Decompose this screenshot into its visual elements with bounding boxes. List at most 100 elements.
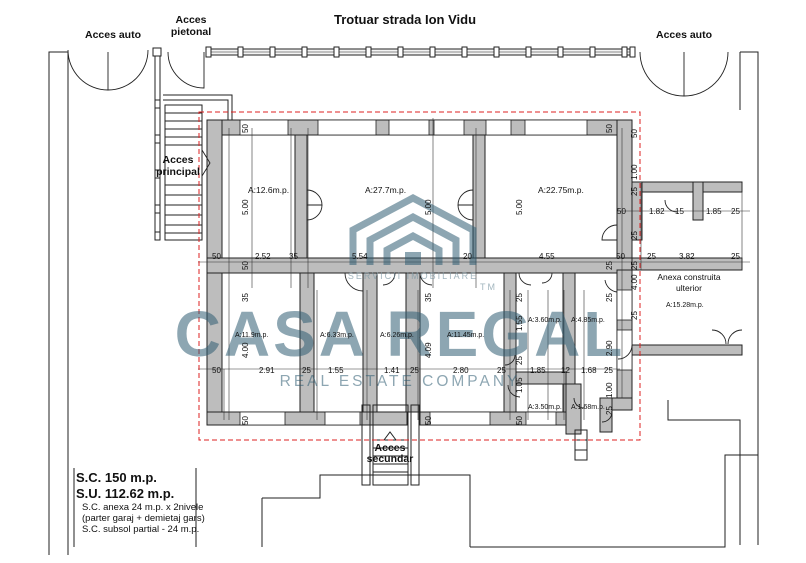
house-logo-icon xyxy=(349,194,477,265)
dimension-label: 5.00 xyxy=(241,199,250,215)
dimension-label: 1.85 xyxy=(706,207,722,216)
dimension-label: 5.54 xyxy=(352,252,368,261)
dimension-label: 1.00 xyxy=(605,382,614,398)
windows xyxy=(239,119,633,426)
dimension-label: 2.90 xyxy=(605,340,614,356)
room-area-label: A:12.6m.p. xyxy=(248,185,289,195)
doors xyxy=(67,49,743,423)
secondary-access-label-line1: Acces xyxy=(375,442,406,454)
dimension-label: 15 xyxy=(675,207,684,216)
dimension-label: 1.00 xyxy=(630,164,639,180)
dimension-label: 50 xyxy=(241,261,250,270)
dimension-label: 2.80 xyxy=(453,366,469,375)
room-area-label: A:6.33m.p. xyxy=(320,332,354,339)
dimension-label: 2.91 xyxy=(259,366,275,375)
room-area-label: A:22.75m.p. xyxy=(538,185,584,195)
fence-posts xyxy=(205,46,636,58)
secondary-access-arrow-icon xyxy=(383,431,397,441)
annex-title-line2: ulterior xyxy=(676,283,702,293)
summary-note: S.C. anexa 24 m.p. x 2nivele xyxy=(82,502,204,513)
auto-access-right-label: Acces auto xyxy=(656,29,712,41)
dimension-label: 50 xyxy=(424,416,433,425)
dimension-label: 5.00 xyxy=(424,199,433,215)
dimension-label: 25 xyxy=(630,261,639,270)
dimension-label: 25 xyxy=(604,366,613,375)
dimension-label: 25 xyxy=(497,366,506,375)
watermark: SERVICII IMOBILIARE TM CASA REGAL REAL E… xyxy=(175,194,626,390)
dimension-label: 25 xyxy=(630,187,639,196)
dimension-label: 50 xyxy=(212,252,221,261)
building-footprint-outline xyxy=(198,111,641,441)
room-area-label: A:27.7m.p. xyxy=(365,185,406,195)
summary-note: (parter garaj + demietaj gars) xyxy=(82,513,205,524)
dimension-label: 50 xyxy=(616,252,625,261)
room-area-label: A:3.50m.p. xyxy=(528,404,562,411)
dimension-label: 4.00 xyxy=(241,342,250,358)
dimension-label: 12 xyxy=(561,366,570,375)
street-label: Trotuar strada Ion Vidu xyxy=(334,12,476,27)
dimension-label: 1.82 xyxy=(649,207,665,216)
room-area-label: A:11.45m.p. xyxy=(447,332,484,339)
dimension-label: 25 xyxy=(605,293,614,302)
dimension-label: 25 xyxy=(410,366,419,375)
vertical-dimensions: 50 5.00 5.00 5.00 35 4.00 35 4.09 1.55 2… xyxy=(241,124,639,425)
room-area-label: A:4.85m.p. xyxy=(571,317,605,324)
watermark-small-text: SERVICII IMOBILIARE xyxy=(348,271,478,281)
dimension-label: 50 xyxy=(630,129,639,138)
pedestrian-access-label-line1: Acces xyxy=(176,14,207,26)
dimension-label: 25 xyxy=(302,366,311,375)
summary-note: S.C. subsol partial - 24 m.p. xyxy=(82,524,200,535)
dimension-label: 25 xyxy=(515,293,524,302)
pedestrian-access-label-line2: pietonal xyxy=(171,26,211,38)
dimension-label: 35 xyxy=(424,293,433,302)
dimension-label: 25 xyxy=(731,207,740,216)
dimension-label: 25 xyxy=(515,356,524,365)
room-area-label: A:1.68m.p. xyxy=(571,404,605,411)
dimension-label: 50 xyxy=(212,366,221,375)
dimension-label: 50 xyxy=(241,416,250,425)
dimension-label: 2.52 xyxy=(255,252,271,261)
main-access-label-line2: principal xyxy=(156,166,200,178)
room-area-label: A:15.28m.p. xyxy=(666,302,704,309)
horizontal-dimensions: 50 2.52 35 5.54 20 4.55 50 50 2.91 25 1.… xyxy=(212,207,740,375)
built-surface: S.C. 150 m.p. xyxy=(76,470,157,485)
room-area-label: A:6.26m.p. xyxy=(380,332,414,339)
room-area-label: A:3.60m.p. xyxy=(528,317,562,324)
watermark-tagline: REAL ESTATE COMPANY xyxy=(280,373,521,390)
watermark-tm: TM xyxy=(480,282,497,292)
dimension-label: 50 xyxy=(515,416,524,425)
dimension-label: 25 xyxy=(630,231,639,240)
dimension-label: 20 xyxy=(463,252,472,261)
dimension-label: 4.09 xyxy=(424,342,433,358)
watermark-brand: CASA REGAL xyxy=(175,298,626,370)
dimension-label: 4.00 xyxy=(630,274,639,290)
site-outline xyxy=(48,51,759,555)
dimension-lines xyxy=(198,118,750,420)
dimension-label: 5.00 xyxy=(515,199,524,215)
dimension-label: 25 xyxy=(647,252,656,261)
dimension-label: 35 xyxy=(289,252,298,261)
dimension-label: 3.82 xyxy=(679,252,695,261)
left-strip xyxy=(152,47,162,241)
dimension-label: 25 xyxy=(605,261,614,270)
room-area-label: A:11.9m.p. xyxy=(235,332,268,339)
dimension-label: 25 xyxy=(605,406,614,415)
dimension-label: 50 xyxy=(241,124,250,133)
dimension-label: 35 xyxy=(241,293,250,302)
dimension-label: 1.68 xyxy=(581,366,597,375)
surface-summary: S.C. 150 m.p. S.U. 112.62 m.p. S.C. anex… xyxy=(76,470,236,558)
dimension-label: 1.85 xyxy=(530,366,546,375)
main-access-label-line1: Acces xyxy=(163,154,194,166)
dimension-label: 1.05 xyxy=(515,377,524,393)
auto-access-left-label: Acces auto xyxy=(85,29,141,41)
dimension-label: 25 xyxy=(630,311,639,320)
secondary-access-label-line2: secundar xyxy=(367,453,414,465)
usable-surface: S.U. 112.62 m.p. xyxy=(76,486,175,501)
dimension-label: 1.41 xyxy=(384,366,400,375)
dimension-label: 1.55 xyxy=(328,366,344,375)
secondary-stairs xyxy=(361,404,588,486)
dimension-label: 50 xyxy=(605,124,614,133)
dimension-label: 25 xyxy=(731,252,740,261)
